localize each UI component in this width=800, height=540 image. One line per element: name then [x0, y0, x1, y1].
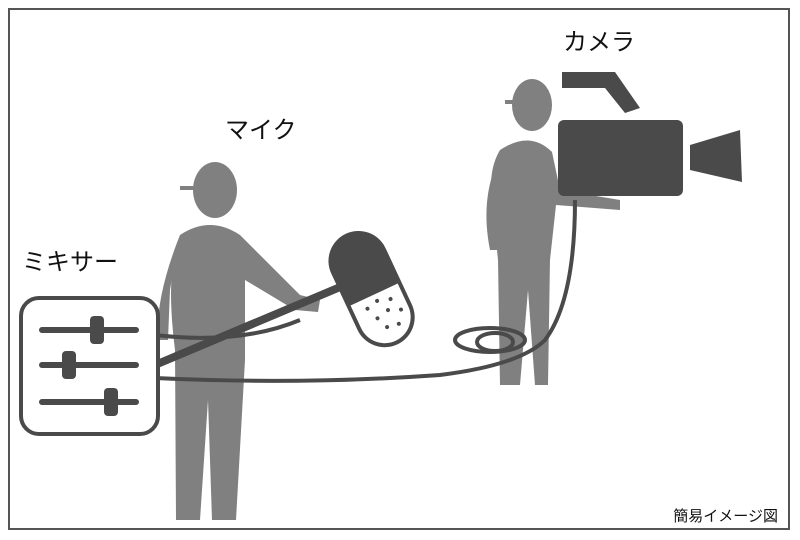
camera-operator-figure — [486, 79, 620, 385]
boom-pole — [153, 281, 347, 369]
mic-operator-figure — [157, 162, 320, 520]
camera-icon — [558, 72, 742, 196]
mixer-icon — [19, 296, 160, 436]
diagram-frame — [8, 8, 790, 530]
mixer-label: ミキサー — [22, 248, 118, 276]
cables — [154, 199, 577, 383]
camera-label: カメラ — [563, 28, 635, 56]
microphone-icon — [328, 230, 415, 348]
simplified-diagram-note: 簡易イメージ図 — [673, 507, 778, 525]
mic-label: マイク — [225, 116, 297, 144]
